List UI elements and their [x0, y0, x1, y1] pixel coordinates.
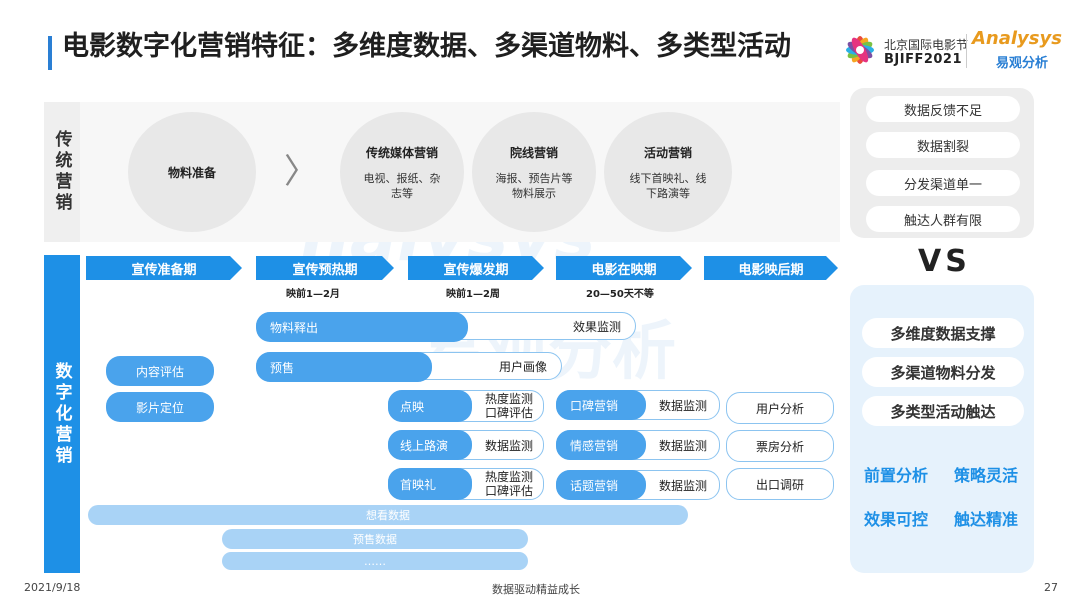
effect-monitor-label: 效果监测 [572, 319, 621, 334]
page-number: 27 [1044, 581, 1058, 594]
circle-prep: 物料准备 [128, 112, 256, 232]
traditional-label: 传统营销 [44, 102, 80, 242]
stage-prep: 宣传准备期 [86, 256, 242, 280]
stage-screening: 电影在映期 [556, 256, 692, 280]
presale-data-label: 预售数据 [353, 533, 397, 546]
online-roadshow-label: 线上路演 [400, 438, 449, 453]
feature-text: 策略灵活 [954, 466, 1019, 485]
circle-title: 院线营销 [509, 145, 558, 160]
page-title: 电影数字化营销特征：多维度数据、多渠道物料、多类型活动 [62, 31, 791, 62]
circle-traditional-media: 传统媒体营销 电视、报纸、杂志等 [340, 112, 464, 232]
footer-date: 2021/9/18 [24, 581, 81, 594]
presale-pill: 预售 [256, 352, 432, 382]
circle-sub: 线下首映礼、线下路演等 [629, 171, 707, 200]
material-release-label: 物料释出 [270, 320, 319, 335]
bjiff-name-cn: 北京国际电影节 [884, 38, 969, 52]
reputation-eval-label: 口碑评估 [484, 406, 533, 420]
preview-label: 点映 [400, 399, 425, 414]
data-monitor-label: 数据监测 [658, 478, 707, 493]
material-release-pill: 物料释出 [256, 312, 468, 342]
analysys-logo-text: Analysys [972, 28, 1062, 49]
wom-marketing-pill: 口碑营销 [556, 390, 646, 420]
premiere-pill: 首映礼 [388, 468, 472, 500]
bjiff-name-en: BJIFF2021 [884, 52, 963, 67]
boxoffice-analysis-pill: 票房分析 [726, 430, 834, 462]
boxoffice-analysis-label: 票房分析 [755, 439, 804, 454]
digital-label-text: 数字化营销 [51, 361, 72, 467]
presale-label: 预售 [270, 360, 295, 375]
circle-cinema: 院线营销 海报、预告片等物料展示 [472, 112, 596, 232]
circle-prep-title: 物料准备 [167, 165, 216, 180]
analysys-logo-cn: 易观分析 [996, 56, 1049, 71]
feature-text: 效果可控 [864, 510, 929, 529]
premiere-label: 首映礼 [400, 477, 437, 492]
exit-survey-label: 出口调研 [755, 477, 804, 492]
advantage-item: 多渠道物料分发 [862, 357, 1024, 387]
stage-burst: 宣传爆发期 [408, 256, 544, 280]
stage-warmup: 宣传预热期 [256, 256, 394, 280]
problem-item: 数据割裂 [866, 132, 1020, 158]
footer-slogan: 数据驱动精益成长 [492, 583, 580, 596]
digital-label: 数字化营销 [44, 255, 80, 573]
user-portrait-label: 用户画像 [498, 359, 547, 374]
advantage-item: 多维度数据支撑 [862, 318, 1024, 348]
data-monitor-label: 数据监测 [658, 438, 707, 453]
film-position-label: 影片定位 [135, 400, 184, 415]
title-accent-bar [48, 36, 52, 70]
burst-row-3-text: 热度监测口碑评估 [485, 470, 533, 498]
stage-screening-sub: 20—50天不等 [586, 289, 654, 300]
stage-post: 电影映后期 [704, 256, 838, 280]
traditional-label-text: 传统营销 [51, 130, 72, 214]
circle-sub: 电视、报纸、杂志等 [363, 171, 441, 200]
heat-monitor-label: 热度监测 [484, 470, 533, 484]
problem-item: 数据反馈不足 [866, 96, 1020, 122]
want-to-see-label: 想看数据 [366, 509, 410, 522]
heat-monitor-label: 热度监测 [484, 392, 533, 406]
burst-row-1-text: 热度监测口碑评估 [485, 392, 533, 420]
feature-text: 前置分析 [864, 466, 929, 485]
content-eval-pill: 内容评估 [106, 356, 214, 386]
emotion-marketing-label: 情感营销 [570, 438, 619, 453]
bjiff-flower-logo-icon [846, 36, 874, 64]
data-monitor-label: 数据监测 [658, 398, 707, 413]
exit-survey-pill: 出口调研 [726, 468, 834, 500]
vs-label: VS [918, 244, 971, 279]
stage-warmup-sub: 映前1—2月 [286, 289, 340, 300]
preview-pill: 点映 [388, 390, 472, 422]
circle-title: 传统媒体营销 [365, 145, 438, 160]
online-roadshow-pill: 线上路演 [388, 430, 472, 460]
logo-divider [966, 34, 967, 68]
presale-data-bar: 预售数据 [222, 529, 528, 549]
circle-events: 活动营销 线下首映礼、线下路演等 [604, 112, 732, 232]
chevron-right-icon: 〉 [284, 152, 318, 192]
more-data-bar: …… [222, 552, 528, 570]
problem-item: 触达人群有限 [866, 206, 1020, 232]
feature-text: 触达精准 [954, 510, 1019, 529]
problem-item: 分发渠道单一 [866, 170, 1020, 196]
advantage-item: 多类型活动触达 [862, 396, 1024, 426]
emotion-marketing-pill: 情感营销 [556, 430, 646, 460]
content-eval-label: 内容评估 [135, 364, 184, 379]
circle-sub: 海报、预告片等物料展示 [495, 171, 573, 200]
user-analysis-pill: 用户分析 [726, 392, 834, 424]
user-analysis-label: 用户分析 [755, 401, 804, 416]
stage-burst-sub: 映前1—2周 [446, 289, 500, 300]
topic-marketing-label: 话题营销 [570, 478, 619, 493]
topic-marketing-pill: 话题营销 [556, 470, 646, 500]
want-to-see-bar: 想看数据 [88, 505, 688, 525]
more-data-label: …… [364, 554, 386, 568]
film-position-pill: 影片定位 [106, 392, 214, 422]
wom-marketing-label: 口碑营销 [570, 398, 619, 413]
reputation-eval-label: 口碑评估 [484, 484, 533, 498]
circle-title: 活动营销 [643, 145, 692, 160]
data-monitor-label: 数据监测 [484, 438, 533, 453]
